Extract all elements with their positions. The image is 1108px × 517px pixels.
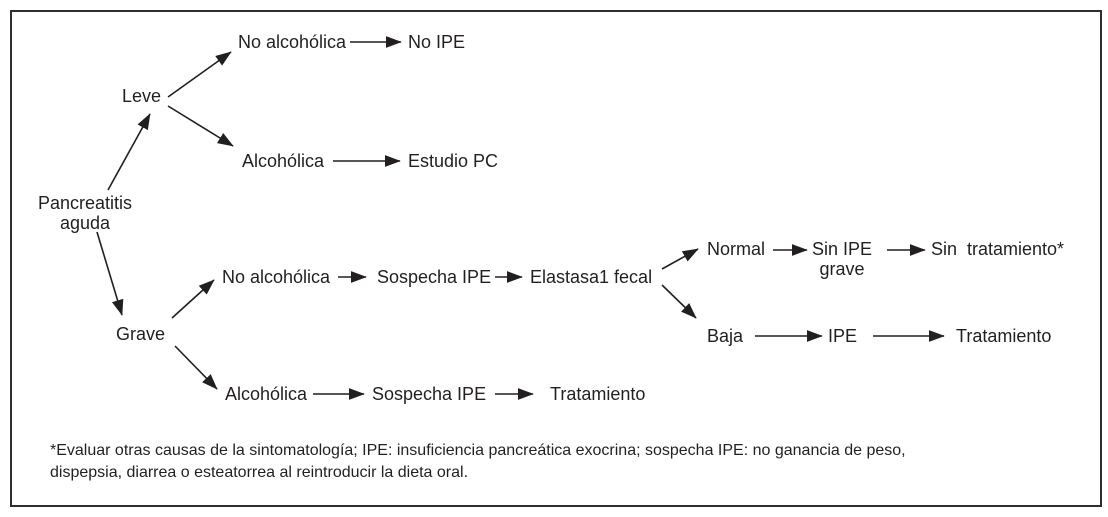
node-ipe: IPE (828, 326, 858, 346)
node-no-alcoholica-leve: No alcohólica (238, 32, 347, 52)
node-elastasa1-fecal: Elastasa1 fecal (530, 267, 653, 287)
arrow-elastasa-to-normal (661, 248, 699, 270)
node-alcoholica-leve: Alcohólica (242, 151, 325, 171)
arrow-leve-to-alcoholica (167, 105, 234, 147)
node-alcoholica-grave: Alcohólica (225, 384, 308, 404)
node-tratamiento-alcoholica: Tratamiento (550, 384, 646, 404)
footnote-text: *Evaluar otras causas de la sintomatolog… (50, 442, 906, 481)
node-sin-ipe-grave: Sin IPE grave (811, 239, 873, 279)
node-pancreatitis-aguda: Pancreatitis aguda (38, 193, 133, 233)
arrow-elastasa-to-baja (661, 284, 697, 319)
node-grave: Grave (116, 324, 166, 344)
node-sin-tratamiento: Sin tratamiento* (931, 239, 1065, 259)
node-baja: Baja (707, 326, 744, 346)
node-sospecha-ipe-alcoholica: Sospecha IPE (372, 384, 487, 404)
node-no-ipe: No IPE (408, 32, 466, 52)
node-normal: Normal (707, 239, 766, 259)
figure-border (10, 10, 1102, 507)
arrow-root-to-grave (96, 231, 124, 316)
node-sospecha-ipe-grave: Sospecha IPE (377, 267, 492, 287)
node-tratamiento-baja: Tratamiento (956, 326, 1052, 346)
arrow-grave-to-alcoholica (174, 345, 218, 390)
arrow-leve-to-no-alcoholica (167, 51, 232, 98)
node-no-alcoholica-grave: No alcohólica (222, 267, 331, 287)
arrow-root-to-leve (107, 113, 151, 191)
node-estudio-pc: Estudio PC (408, 151, 499, 171)
arrow-grave-to-no-alcoholica (171, 279, 215, 319)
node-leve: Leve (122, 86, 162, 106)
